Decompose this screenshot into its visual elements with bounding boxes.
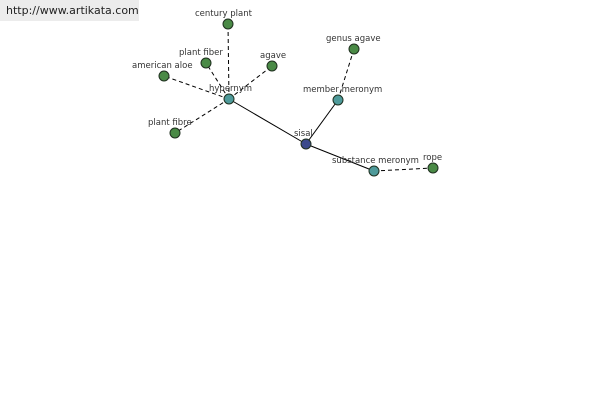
node-member-meronym[interactable] — [332, 94, 344, 106]
label-agave: agave — [260, 51, 286, 61]
node-substance-meronym[interactable] — [368, 165, 380, 177]
node-american-aloe[interactable] — [158, 70, 170, 82]
label-plant-fiber: plant fiber — [179, 48, 223, 58]
node-plant-fiber[interactable] — [200, 57, 212, 69]
edge-substance-meronym-to-rope — [373, 167, 434, 172]
edge-hypernym-to-plant-fibre — [174, 98, 230, 134]
edge-hypernym-to-agave — [228, 65, 273, 100]
edge-hypernym-to-century-plant — [227, 23, 230, 100]
label-plant-fibre: plant fibre — [148, 118, 192, 128]
node-plant-fibre[interactable] — [169, 127, 181, 139]
label-sisal: sisal — [294, 129, 313, 139]
label-rope: rope — [423, 153, 442, 163]
edge-sisal-to-substance-meronym — [305, 143, 375, 172]
node-sisal[interactable] — [300, 138, 312, 150]
node-genus-agave[interactable] — [348, 43, 360, 55]
graph-nodes — [158, 18, 439, 177]
node-agave[interactable] — [266, 60, 278, 72]
label-century-plant: century plant — [195, 9, 253, 19]
watermark-link[interactable]: http://www.artikata.com — [0, 0, 139, 21]
label-hypernym: hypernym — [209, 84, 252, 94]
edge-member-meronym-to-genus-agave — [337, 48, 355, 101]
label-member-meronym: member meronym — [303, 85, 382, 95]
graph-labels: sisal hypernym member meronym substance mer… — [132, 9, 442, 166]
edge-sisal-to-hypernym — [228, 98, 307, 145]
node-rope[interactable] — [427, 162, 439, 174]
label-substance-meronym: substance meronym — [332, 156, 419, 166]
node-hypernym[interactable] — [223, 93, 235, 105]
edge-sisal-to-member-meronym — [305, 99, 339, 145]
label-genus-agave: genus agave — [326, 34, 381, 44]
edge-hypernym-to-american-aloe — [163, 75, 230, 100]
label-american-aloe: american aloe — [132, 61, 193, 71]
node-century-plant[interactable] — [222, 18, 234, 30]
graph-edges — [163, 23, 434, 172]
edge-hypernym-to-plant-fiber — [205, 62, 230, 100]
